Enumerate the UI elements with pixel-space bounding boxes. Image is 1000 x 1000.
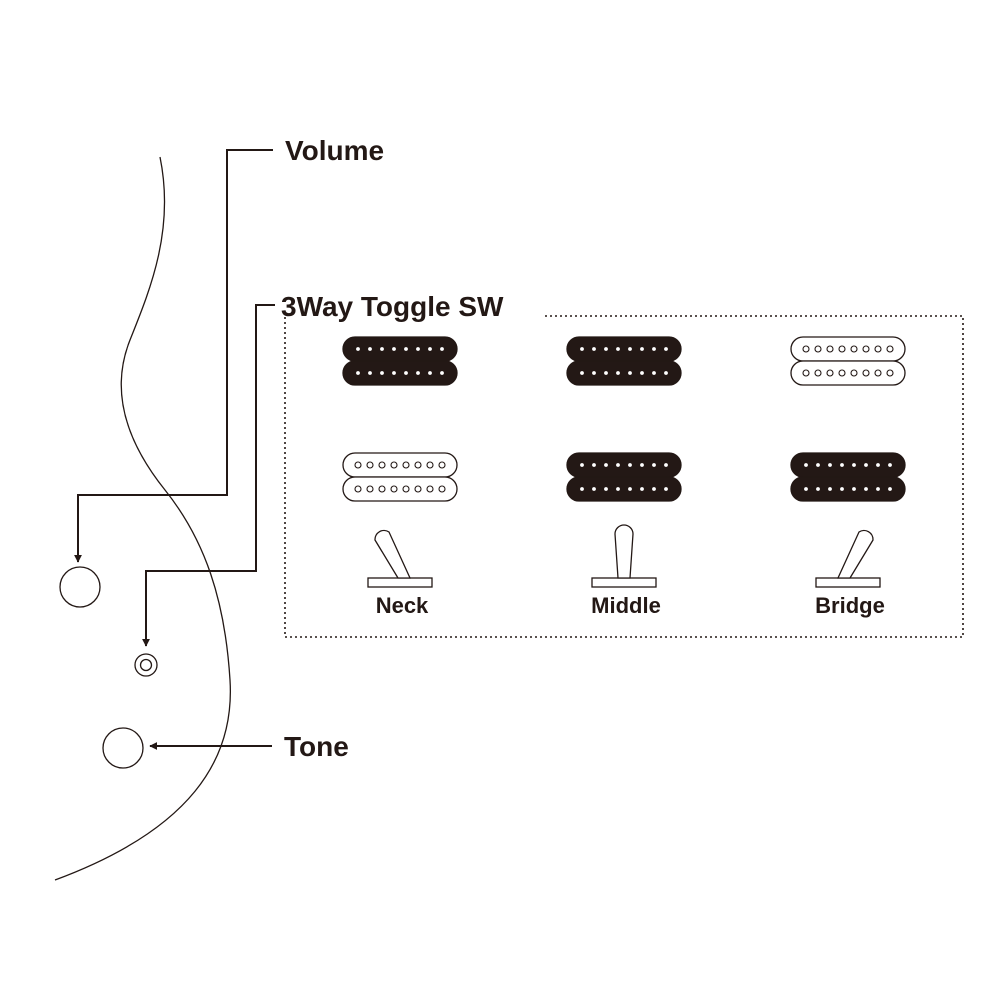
bridge-pickup-middle xyxy=(566,452,682,502)
bridge-pickup-neck xyxy=(342,452,458,502)
volume-knob xyxy=(59,566,101,608)
neck-pickup-middle xyxy=(566,336,682,386)
volume-leader-line xyxy=(74,149,273,563)
position-label-neck: Neck xyxy=(376,593,429,618)
position-label-bridge: Bridge xyxy=(815,593,885,618)
neck-pickup-neck xyxy=(342,336,458,386)
neck-pickup-bridge xyxy=(790,336,906,386)
switch-positions: Neck Middle Bridge xyxy=(342,336,906,618)
bridge-pickup-bridge xyxy=(790,452,906,502)
position-label-middle: Middle xyxy=(591,593,661,618)
toggle-lever-middle xyxy=(591,524,657,588)
toggle-lever-bridge xyxy=(815,529,881,588)
toggle-lever-neck xyxy=(367,529,433,588)
volume-label: Volume xyxy=(285,135,384,166)
toggle-leader-line xyxy=(142,304,275,647)
tone-knob xyxy=(102,727,144,769)
guitar-body-outline xyxy=(54,156,232,881)
toggle-switch-knob xyxy=(134,653,158,677)
toggle-switch-label: 3Way Toggle SW xyxy=(281,291,504,322)
tone-label: Tone xyxy=(284,731,349,762)
